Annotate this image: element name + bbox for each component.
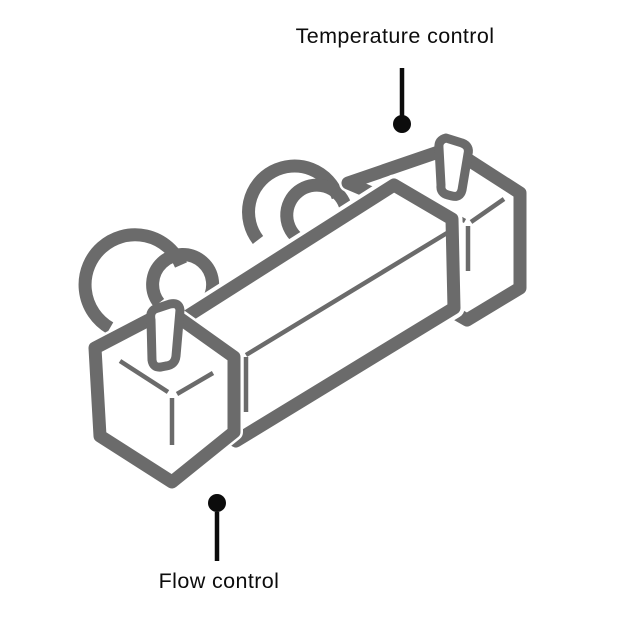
flow-knob: [86, 299, 243, 491]
flow-pointer-dot: [208, 494, 226, 512]
pipe-arch-middle-small: [280, 178, 354, 246]
pipe-arches-middle: [242, 159, 354, 246]
pipe-arch-left-large: [78, 228, 187, 334]
pipe-arches-left: [78, 228, 220, 334]
pipe-arch-middle-large: [242, 159, 345, 244]
flow-lever: [146, 299, 185, 372]
temperature-control-label: Temperature control: [295, 24, 495, 48]
temperature-lever: [434, 133, 473, 201]
temperature-pointer: [393, 68, 411, 133]
valve-bar-edges: [243, 231, 449, 412]
flow-pointer: [208, 494, 226, 561]
temperature-pointer-dot: [393, 115, 411, 133]
flow-knob-edges: [118, 359, 215, 445]
pipe-arch-left-small: [146, 248, 220, 319]
flow-control-label: Flow control: [158, 569, 280, 593]
